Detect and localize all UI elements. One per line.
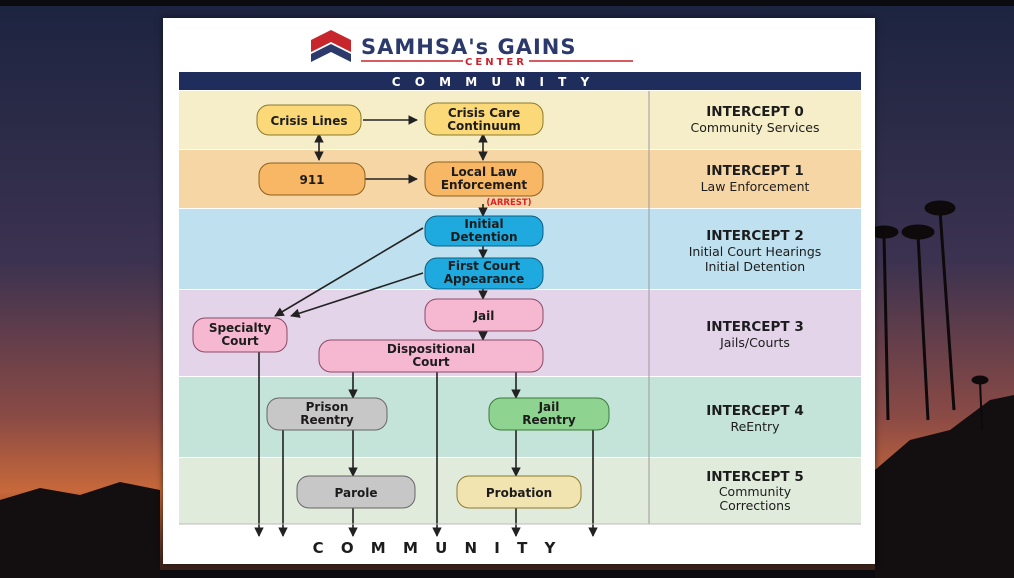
node-crisis-care-line-1: Crisis Care: [448, 106, 520, 120]
node-jail-label: Jail: [473, 309, 495, 323]
node-first-court-appearance: First Court Appearance: [424, 257, 544, 290]
intercept-2-line-1: Initial Court Hearings: [689, 244, 822, 259]
node-specialty-court: Specialty Court: [192, 317, 288, 353]
connectors: [254, 115, 598, 537]
intercept-5-title: INTERCEPT 5: [706, 469, 803, 485]
node-probation-label: Probation: [486, 486, 552, 500]
logo-sub: CENTER: [465, 57, 527, 68]
intercept-1-line-1: Law Enforcement: [701, 179, 810, 194]
community-bottom-label: C O M M U N I T Y: [313, 539, 562, 557]
node-probation: Probation: [456, 475, 582, 509]
node-prison-reentry-line-1: Prison: [306, 400, 349, 414]
node-jail-reentry-line-2: Reentry: [522, 413, 576, 427]
node-initial-detention: Initial Detention: [424, 215, 544, 247]
intercept-3-title: INTERCEPT 3: [706, 319, 803, 335]
node-first-court-line-1: First Court: [448, 259, 521, 273]
node-jail: Jail: [424, 298, 544, 332]
node-dispositional-court: Dispositional Court: [318, 339, 544, 373]
node-first-court-line-2: Appearance: [444, 272, 525, 286]
node-911: 911: [258, 162, 366, 196]
arrest-label: (ARREST): [486, 198, 531, 208]
node-specialty-court-line-2: Court: [221, 334, 259, 348]
intercept-labels: INTERCEPT 0 Community Services INTERCEPT…: [689, 104, 822, 513]
node-crisis-care-line-2: Continuum: [447, 119, 521, 133]
node-initial-detention-line-2: Detention: [450, 230, 517, 244]
node-parole: Parole: [296, 475, 416, 509]
node-prison-reentry: Prison Reentry: [266, 397, 388, 431]
node-local-law-enforcement: Local Law Enforcement: [424, 161, 544, 197]
intercept-5-line-2: Corrections: [719, 498, 790, 513]
intercept-4-title: INTERCEPT 4: [706, 403, 803, 419]
node-initial-detention-line-1: Initial: [464, 217, 503, 231]
node-911-label: 911: [299, 173, 324, 187]
sequential-intercept-diagram: SAMHSA's GAINS CENTER C O M M U N I T Y …: [179, 30, 861, 557]
node-crisis-lines-label: Crisis Lines: [271, 114, 348, 128]
intercept-2-title: INTERCEPT 2: [706, 228, 803, 244]
node-dispositional-court-line-1: Dispositional: [387, 342, 475, 356]
node-local-law-line-2: Enforcement: [441, 178, 528, 192]
node-specialty-court-line-1: Specialty: [209, 321, 272, 335]
logo-shield-icon: [311, 30, 351, 62]
community-top-label: C O M M U N I T Y: [392, 75, 594, 89]
intercept-5-line-1: Community: [719, 484, 792, 499]
intercept-0-title: INTERCEPT 0: [706, 104, 803, 120]
palm-trees: [869, 200, 989, 431]
node-local-law-line-1: Local Law: [451, 165, 517, 179]
node-crisis-care-continuum: Crisis Care Continuum: [424, 102, 544, 136]
node-prison-reentry-line-2: Reentry: [300, 413, 354, 427]
intercept-1-title: INTERCEPT 1: [706, 163, 803, 179]
node-crisis-lines: Crisis Lines: [256, 104, 362, 136]
node-jail-reentry: Jail Reentry: [488, 397, 610, 431]
node-dispositional-court-line-2: Court: [412, 355, 450, 369]
samhsa-logo: SAMHSA's GAINS CENTER: [311, 30, 633, 68]
diagram-card: SAMHSA's GAINS CENTER C O M M U N I T Y …: [163, 18, 875, 564]
node-parole-label: Parole: [335, 486, 378, 500]
hills-silhouette: [0, 482, 160, 578]
community-top-bar: [179, 72, 861, 90]
intercept-4-line-1: ReEntry: [730, 419, 780, 434]
intercept-0-line-1: Community Services: [690, 120, 819, 135]
intercept-2-line-2: Initial Detention: [705, 259, 805, 274]
node-jail-reentry-line-1: Jail: [538, 400, 560, 414]
intercept-3-line-1: Jails/Courts: [719, 335, 790, 350]
logo-name: SAMHSA's GAINS: [361, 35, 576, 59]
